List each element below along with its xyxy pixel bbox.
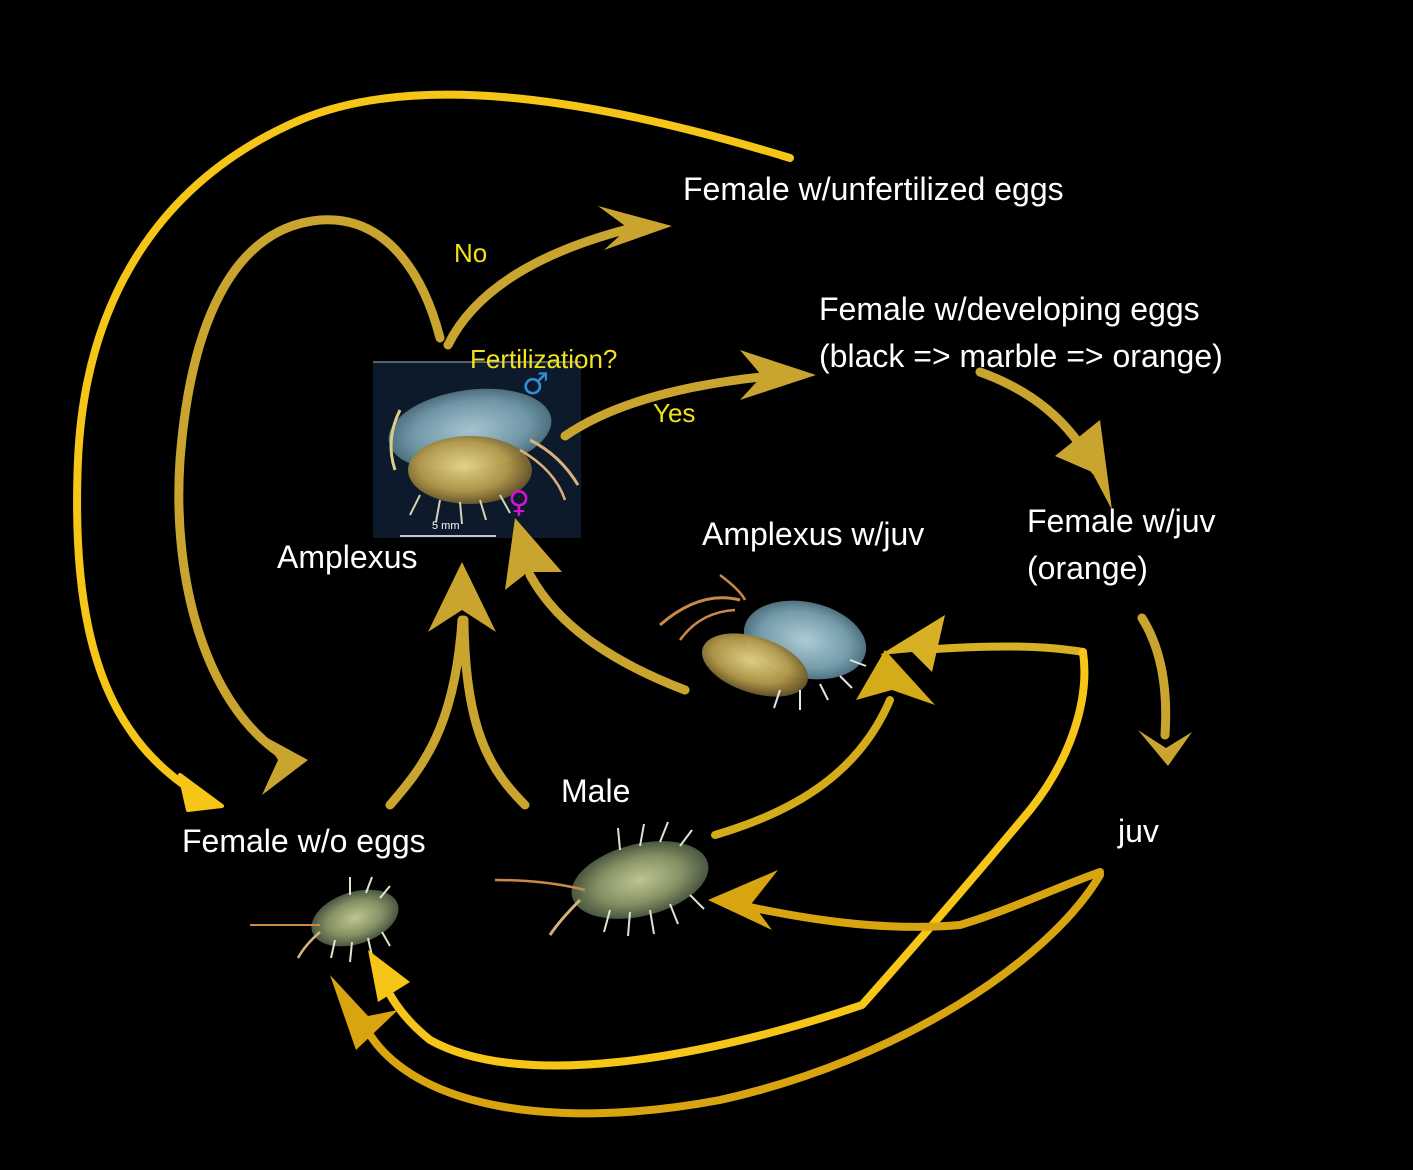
node-female-with-juv: Female w/juv bbox=[1027, 503, 1216, 539]
arrowhead-femalejuv bbox=[1055, 420, 1112, 510]
arrowhead-female-left bbox=[262, 735, 308, 795]
arrowhead-developing bbox=[740, 350, 816, 400]
arrowhead-juv bbox=[1138, 730, 1192, 766]
arrow-femalejuv-to-juv bbox=[1137, 613, 1171, 740]
node-male: Male bbox=[561, 773, 631, 809]
decision-fertilization-question: Fertilization? bbox=[470, 344, 618, 374]
arrowhead-female-outer bbox=[178, 773, 224, 812]
decision-no-label: No bbox=[454, 238, 488, 268]
node-amplexus-with-juv: Amplexus w/juv bbox=[702, 516, 925, 552]
node-female-without-eggs: Female w/o eggs bbox=[182, 823, 426, 859]
arrowhead-amplexusjuv-bottom bbox=[856, 650, 935, 705]
scale-bar-label: 5 mm bbox=[432, 520, 460, 532]
arrow-femalejuv-to-amplexusjuv bbox=[916, 642, 1087, 656]
arrow-unfertilized-to-female bbox=[73, 90, 794, 804]
arrowhead-unfertilized bbox=[598, 206, 672, 250]
arrowhead-female-lower-a bbox=[368, 950, 410, 1002]
female-no-eggs-photo bbox=[250, 876, 399, 963]
male-photo bbox=[494, 821, 709, 937]
decision-yes-label: Yes bbox=[653, 398, 696, 428]
arrowhead-amplexus-right bbox=[505, 518, 562, 590]
arrow-male-to-amplexus bbox=[459, 615, 530, 810]
arrow-juv-to-female bbox=[366, 871, 1104, 1118]
node-amplexus: Amplexus bbox=[277, 539, 418, 575]
node-juv: juv bbox=[1118, 813, 1159, 849]
female-symbol: ♀ bbox=[508, 485, 530, 520]
arrow-male-to-amplexusjuv bbox=[711, 696, 894, 839]
arrow-female-to-amplexus bbox=[385, 615, 467, 810]
arrowhead-female-lower-b bbox=[330, 975, 398, 1050]
arrowhead-amplexus-center bbox=[428, 562, 496, 632]
arrowhead-amplexusjuv-left bbox=[880, 615, 945, 672]
arrow-amplexusjuv-to-amplexus bbox=[525, 570, 690, 695]
node-female-developing-eggs: Female w/developing eggs bbox=[819, 291, 1200, 327]
arrowhead-male bbox=[708, 870, 778, 930]
arrow-juv-to-male bbox=[736, 868, 1104, 931]
amplexus-juv-photo bbox=[659, 574, 867, 710]
arrow-amplexus-to-developing bbox=[560, 371, 775, 441]
amplexus-photo bbox=[373, 361, 581, 538]
node-female-unfertilized-eggs: Female w/unfertilized eggs bbox=[683, 171, 1064, 207]
male-symbol: ♂ bbox=[522, 367, 549, 402]
node-female-with-juv-orange: (orange) bbox=[1027, 550, 1148, 586]
arrow-amplexus-to-unfertilized bbox=[443, 221, 645, 350]
node-female-developing-eggs-colors: (black => marble => orange) bbox=[819, 338, 1223, 374]
arrow-femalejuv-to-female bbox=[381, 648, 1089, 1070]
arrow-amplexus-to-female bbox=[174, 215, 445, 757]
